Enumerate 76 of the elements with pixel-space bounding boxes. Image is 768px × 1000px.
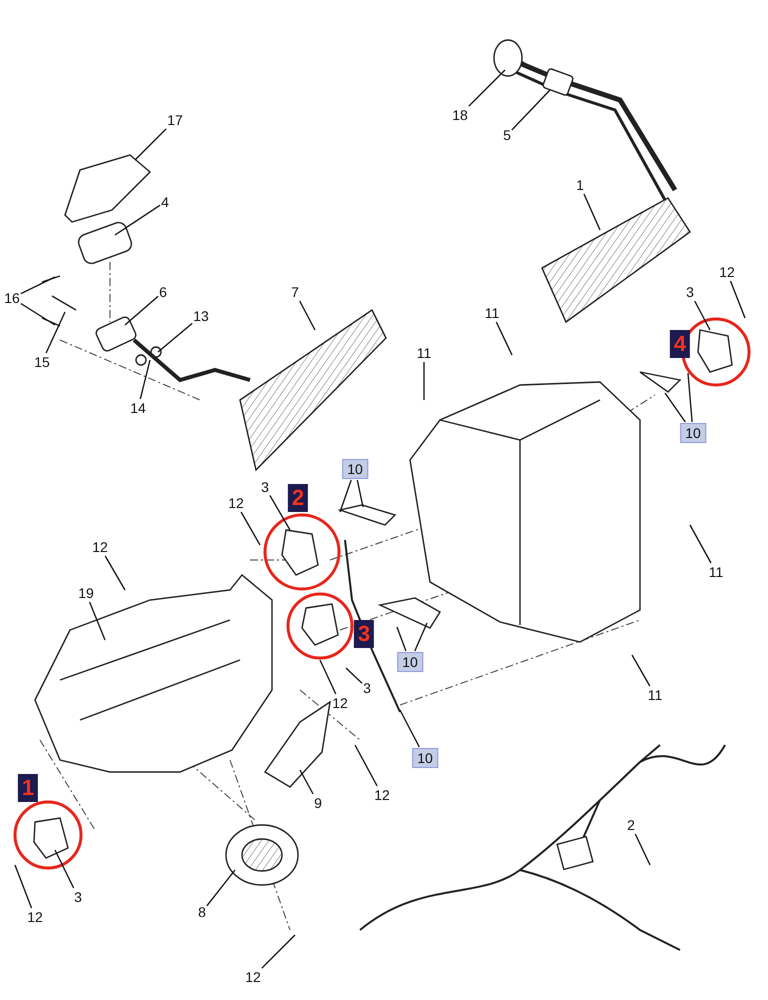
- callout-badge: 1: [18, 774, 38, 802]
- callout-number: 4: [161, 194, 169, 210]
- callout-number: 15: [34, 354, 50, 370]
- leader-line: [468, 70, 506, 107]
- callout-number: 11: [648, 687, 662, 703]
- leader-line: [299, 770, 314, 794]
- callout-number: 12: [719, 264, 735, 280]
- callout-number: 14: [130, 400, 146, 416]
- callout-number: 12: [92, 539, 108, 555]
- leader-line: [634, 834, 651, 866]
- callout-badge: 2: [288, 484, 308, 512]
- callout-number: 17: [167, 112, 183, 128]
- callout-number: 10: [680, 423, 706, 443]
- leader-line: [158, 322, 193, 352]
- callout-number: 3: [363, 680, 371, 696]
- leader-line: [399, 710, 420, 748]
- callout-number: 18: [452, 107, 468, 123]
- leader-line: [89, 602, 106, 640]
- leader-line: [687, 372, 693, 422]
- leader-line: [356, 480, 364, 508]
- leader-line: [396, 626, 406, 652]
- callout-number: 1: [576, 177, 584, 193]
- callout-number: 13: [193, 308, 209, 324]
- callout-number: 12: [27, 909, 43, 925]
- callout-number: 12: [228, 495, 244, 511]
- leader-line: [240, 512, 261, 546]
- leader-line: [20, 276, 56, 294]
- callout-number: 10: [397, 652, 423, 672]
- leader-line: [339, 480, 352, 512]
- callout-number: 12: [374, 787, 390, 803]
- callout-badge: 3: [354, 620, 374, 648]
- leader-line: [583, 194, 601, 230]
- leader-line: [140, 360, 151, 400]
- callout-number: 6: [159, 284, 167, 300]
- leader-line: [134, 128, 167, 160]
- leader-line: [496, 322, 513, 356]
- leader-line: [46, 312, 66, 354]
- leader-line: [114, 204, 160, 236]
- leader-line: [299, 300, 316, 330]
- leader-line: [346, 668, 363, 684]
- callout-number: 11: [416, 345, 432, 361]
- callout-number: 2: [627, 817, 635, 833]
- leader-line: [511, 90, 550, 130]
- callout-number: 10: [412, 748, 438, 768]
- leader-line: [261, 934, 296, 969]
- leader-line: [664, 392, 686, 422]
- callout-number: 8: [198, 904, 206, 920]
- leader-line: [269, 495, 291, 530]
- callout-number: 19: [78, 585, 94, 601]
- callout-number: 3: [686, 284, 694, 300]
- callout-number: 9: [314, 795, 322, 811]
- callout-number: 12: [332, 695, 348, 711]
- callout-number: 10: [342, 459, 368, 479]
- leader-line: [414, 622, 428, 652]
- callout-number: 12: [245, 969, 261, 985]
- callout-badge: 4: [670, 330, 690, 358]
- leader-line: [20, 302, 56, 326]
- leader-line: [423, 362, 425, 400]
- leader-line: [124, 296, 159, 326]
- leader-line: [104, 556, 126, 590]
- leader-line: [206, 870, 236, 906]
- leader-line: [689, 524, 712, 564]
- callout-number: 5: [503, 127, 511, 143]
- callout-number: 3: [261, 479, 269, 495]
- leader-line: [730, 280, 746, 318]
- leader-line: [354, 744, 378, 786]
- callout-number: 11: [484, 305, 500, 321]
- callout-number: 3: [74, 889, 82, 905]
- leader-line: [319, 660, 336, 694]
- callout-number: 11: [708, 564, 724, 580]
- callout-number: 7: [291, 284, 299, 300]
- leader-line: [694, 300, 711, 330]
- leader-line: [14, 864, 32, 908]
- leader-line: [54, 850, 74, 888]
- callout-number: 16: [4, 290, 20, 306]
- leader-line: [631, 654, 650, 686]
